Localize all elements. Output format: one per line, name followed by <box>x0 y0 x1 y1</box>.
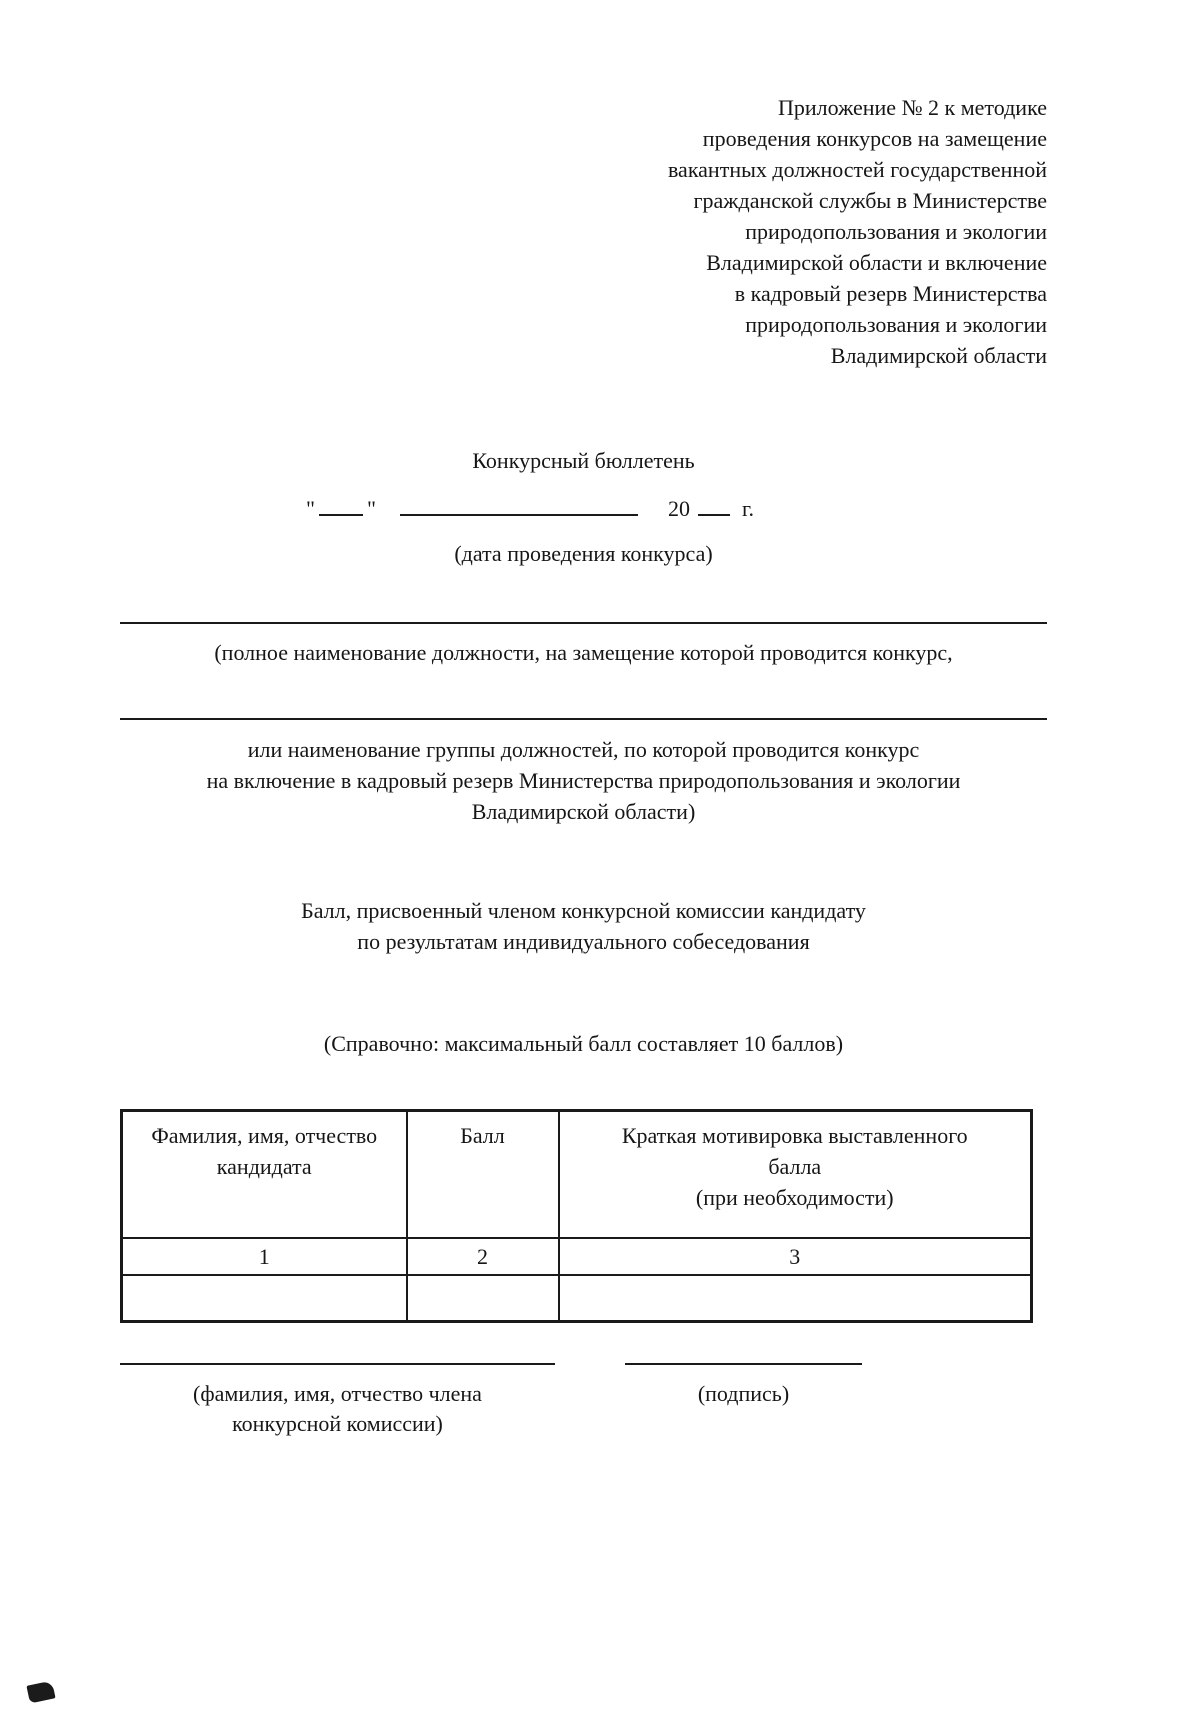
score-table: Фамилия, имя, отчество кандидата Балл Кр… <box>120 1109 1033 1323</box>
empty-cell-candidate-name <box>120 1273 408 1323</box>
year-blank-field <box>697 492 730 516</box>
header-cell-score: Балл <box>405 1109 560 1239</box>
appendix-line: вакантных должностей государственной <box>667 157 1047 182</box>
appendix-line: Приложение № 2 к методике <box>777 95 1047 120</box>
appendix-line: гражданской службы в Министерстве <box>693 188 1047 213</box>
appendix-line: в кадровый резерв Министерства <box>734 281 1047 306</box>
header-cell-candidate-name: Фамилия, имя, отчество кандидата <box>120 1109 408 1239</box>
column-number-cell: 3 <box>557 1236 1033 1276</box>
header-motivation-line: балла <box>768 1154 822 1179</box>
signature-name-block: (фамилия, имя, отчество члена конкурсной… <box>120 1363 555 1439</box>
scan-artifact <box>26 1680 56 1704</box>
empty-entry-row <box>120 1273 1033 1323</box>
signature-line <box>625 1363 862 1365</box>
signature-sign-block: (подпись) <box>625 1363 862 1439</box>
position-caption-2-line: на включение в кадровый резерв Министерс… <box>206 768 961 793</box>
signature-section: (фамилия, имя, отчество члена конкурсной… <box>120 1363 1047 1439</box>
appendix-line: Владимирской области и включение <box>706 250 1047 275</box>
appendix-header: Приложение № 2 к методике проведения кон… <box>120 92 1047 371</box>
appendix-line: Владимирской области <box>830 343 1047 368</box>
position-caption-2: или наименование группы должностей, по к… <box>120 734 1047 827</box>
day-blank-field <box>318 492 363 516</box>
position-blank-line-2 <box>120 718 1047 720</box>
empty-cell-motivation <box>557 1273 1033 1323</box>
score-heading: Балл, присвоенный членом конкурсной коми… <box>120 895 1047 957</box>
signature-name-caption: (фамилия, имя, отчество члена конкурсной… <box>120 1379 555 1439</box>
date-line: " " 20 г. <box>120 492 1047 524</box>
column-number-cell: 2 <box>405 1236 560 1276</box>
position-caption-2-line: или наименование группы должностей, по к… <box>247 737 920 762</box>
appendix-line: природопользования и экологии <box>745 312 1047 337</box>
signature-name-caption-line: (фамилия, имя, отчество члена <box>193 1381 482 1406</box>
close-quote: " <box>366 496 376 521</box>
document-title: Конкурсный бюллетень <box>472 448 695 473</box>
appendix-line: проведения конкурсов на замещение <box>702 126 1047 151</box>
column-number-cell: 1 <box>120 1236 408 1276</box>
month-blank-field <box>399 492 638 516</box>
signature-sign-caption: (подпись) <box>697 1381 790 1406</box>
score-heading-line: по результатам индивидуального собеседов… <box>357 929 810 954</box>
header-motivation-line: (при необходимости) <box>695 1185 894 1210</box>
column-number-row: 1 2 3 <box>120 1236 1033 1276</box>
signature-name-caption-line: конкурсной комиссии) <box>232 1411 443 1436</box>
position-caption-1: (полное наименование должности, на замещ… <box>214 640 953 665</box>
date-caption: (дата проведения конкурса) <box>454 541 713 566</box>
position-caption-2-line: Владимирской области) <box>471 799 696 824</box>
empty-cell-score <box>405 1273 560 1323</box>
table-header-row: Фамилия, имя, отчество кандидата Балл Кр… <box>120 1109 1033 1239</box>
position-blank-line-1 <box>120 622 1047 624</box>
score-heading-line: Балл, присвоенный членом конкурсной коми… <box>301 898 866 923</box>
signature-name-line <box>120 1363 555 1365</box>
max-score-note: (Справочно: максимальный балл составляет… <box>323 1031 844 1056</box>
appendix-line: природопользования и экологии <box>745 219 1047 244</box>
year-suffix: г. <box>741 496 755 521</box>
header-cell-motivation: Краткая мотивировка выставленного балла … <box>557 1109 1033 1239</box>
year-prefix: 20 <box>667 496 690 521</box>
open-quote: " <box>306 496 315 521</box>
header-motivation-line: Краткая мотивировка выставленного <box>621 1123 968 1148</box>
